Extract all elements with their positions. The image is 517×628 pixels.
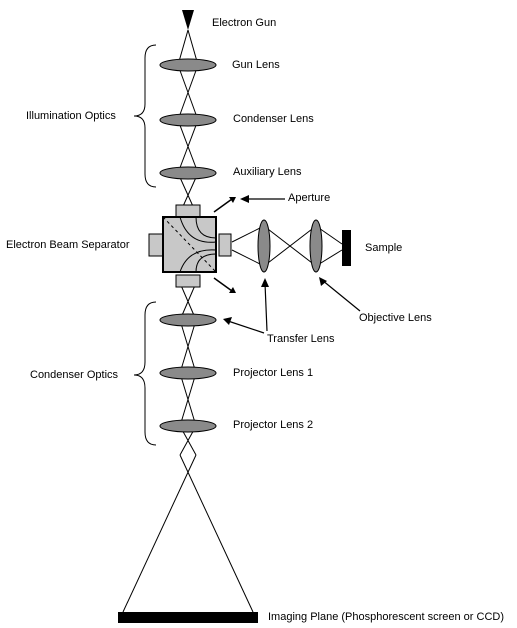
- gun-lens-shape: [159, 58, 217, 72]
- projector-lens-1-label: Projector Lens 1: [233, 367, 314, 379]
- aperture-tip-bottom: [229, 287, 236, 293]
- pointer-arrows: [227, 198, 361, 334]
- auxiliary-lens-shape: [159, 166, 217, 180]
- transfer-lens-vertical-shape: [159, 313, 217, 327]
- arrow-heads: [223, 195, 327, 325]
- aperture-slits: [213, 198, 233, 292]
- projector-lens-1-shape: [159, 366, 217, 380]
- sample-block: [342, 230, 351, 266]
- imaging-plane-bar: [118, 612, 258, 623]
- transfer-lens-label: Transfer Lens: [267, 333, 335, 345]
- projector-lens-2-label: Projector Lens 2: [233, 419, 314, 431]
- electron-gun-shape: [182, 10, 194, 30]
- transfer-lens-horizontal-shape: [257, 219, 271, 273]
- sample-path-rays: [231, 225, 343, 267]
- aperture-tip-top: [229, 197, 236, 203]
- projection-beam-rays: [122, 282, 254, 613]
- illumination-optics-brace: [133, 44, 157, 188]
- condenser-optics-label: Condenser Optics: [30, 369, 119, 381]
- imaging-plane-label: Imaging Plane (Phosphorescent screen or …: [268, 611, 505, 623]
- objective-lens-shape: [309, 219, 323, 273]
- illumination-beam-rays: [177, 29, 199, 214]
- electron-gun-label: Electron Gun: [212, 17, 277, 29]
- electron-beam-separator-shape: [148, 204, 232, 288]
- side-lenses: [257, 219, 323, 273]
- illumination-optics-label: Illumination Optics: [26, 110, 116, 122]
- auxiliary-lens-label: Auxiliary Lens: [233, 166, 302, 178]
- objective-lens-label: Objective Lens: [359, 312, 432, 324]
- projector-lens-2-shape: [159, 419, 217, 433]
- electron-beam-separator-label: Electron Beam Separator: [6, 239, 130, 251]
- gun-lens-label: Gun Lens: [232, 59, 280, 71]
- condenser-optics-brace: [133, 301, 157, 446]
- column-lenses: [159, 58, 217, 433]
- sample-label: Sample: [365, 242, 403, 254]
- condenser-lens-shape: [159, 113, 217, 127]
- aperture-label: Aperture: [288, 192, 331, 204]
- condenser-lens-label: Condenser Lens: [233, 113, 314, 125]
